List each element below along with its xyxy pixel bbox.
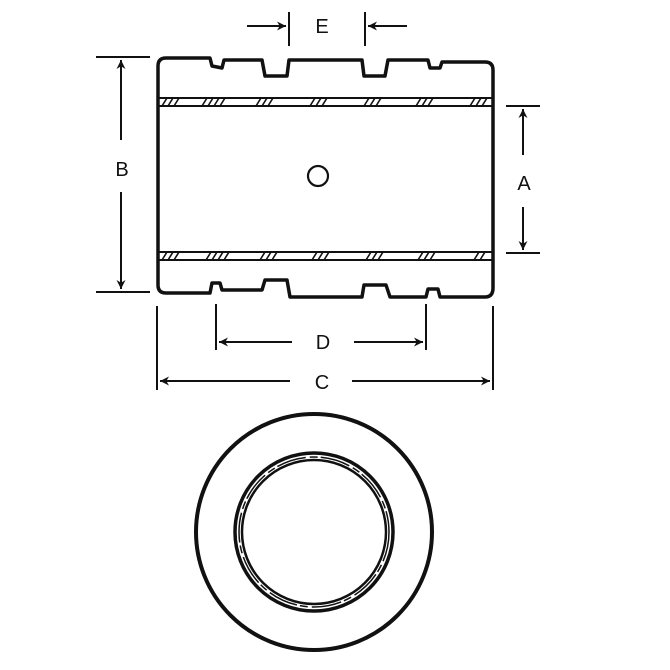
dimension-e xyxy=(247,12,407,46)
dimension-a xyxy=(506,105,540,254)
upper-liner xyxy=(158,97,493,107)
dimension-d xyxy=(215,304,427,350)
dimension-label-c: C xyxy=(315,372,329,394)
end-view xyxy=(194,412,434,652)
dimension-b xyxy=(96,56,150,293)
dimension-label-e: E xyxy=(315,16,328,38)
lower-liner xyxy=(158,251,493,261)
dimension-label-b: B xyxy=(115,159,128,181)
dimension-label-d: D xyxy=(316,332,330,354)
side-view xyxy=(156,56,495,299)
inner-ring-liner xyxy=(238,456,390,608)
inner-ring-outer-edge xyxy=(233,451,395,613)
inner-ring-bore xyxy=(240,458,388,606)
lubrication-hole xyxy=(306,164,330,188)
bearing-outline xyxy=(156,56,495,299)
outer-ring xyxy=(194,412,434,652)
dimension-label-a: A xyxy=(517,173,531,195)
dimension-c xyxy=(156,306,494,390)
